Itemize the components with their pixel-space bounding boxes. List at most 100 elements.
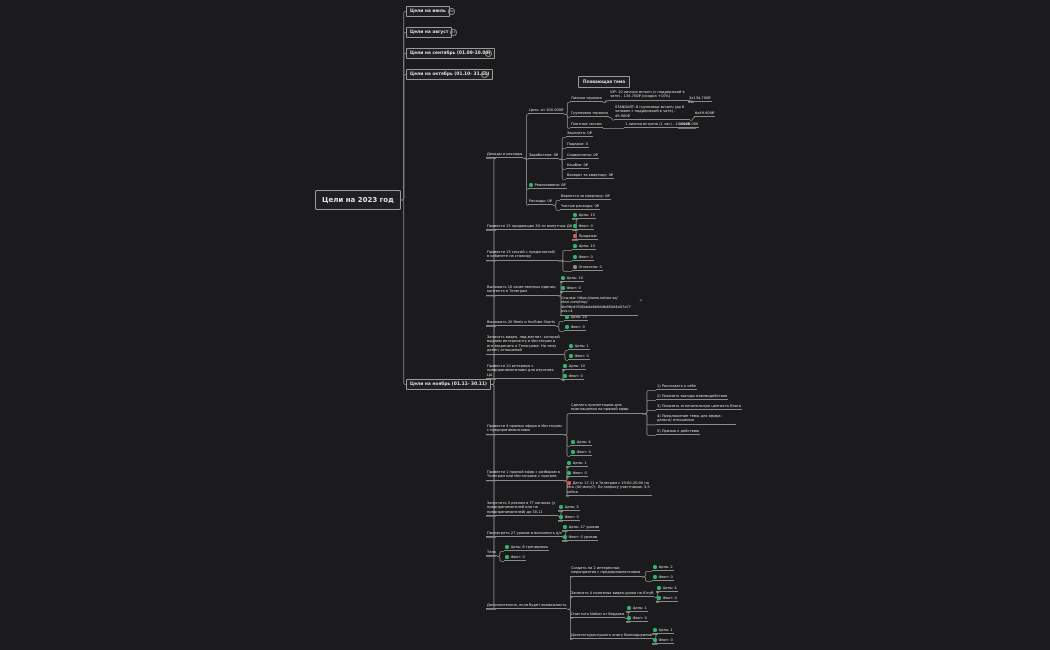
realized[interactable]: Реализовано: 0₽ [528, 183, 567, 190]
standard-package[interactable]: STANDART: 8 групповых встреч (до 6 челов… [614, 105, 690, 121]
tg-live-date[interactable]: Дата: 17.11 в Телеграм с 19:00-20:00 по … [566, 481, 652, 497]
video-fact[interactable]: Факт: 0 [568, 354, 590, 361]
gifts[interactable]: Подарки: 0 [566, 142, 590, 149]
insta-fact[interactable]: Факт: 0 [570, 450, 592, 457]
slide-5[interactable]: 5) Призыв к действию [656, 429, 701, 436]
branch-line [562, 354, 568, 361]
done-icon [505, 555, 509, 559]
slide-4[interactable]: 4) Предложение темы для эфира: деньги/ о… [656, 414, 736, 425]
telegram-live[interactable]: Провести 1 прямой эфир с разбором в Теле… [486, 470, 564, 481]
book-goal[interactable]: Цель: 1 [652, 628, 674, 635]
tg-live-fact[interactable]: Факт: 0 [566, 471, 588, 478]
collapsed-count-badge[interactable]: 30 [448, 8, 455, 15]
events-goal[interactable]: Цель: 2 [652, 565, 674, 572]
collapsed-count-badge[interactable]: 13 [450, 29, 457, 36]
done-icon [567, 471, 571, 475]
month-november[interactable]: Цели на ноябрь (01.11- 30.11) [406, 379, 491, 390]
lead-magnet-video[interactable]: Записать видео, лид-магнит, который выда… [486, 335, 562, 355]
interviews[interactable]: Провести 10 интервью с предпринимателями… [486, 364, 560, 380]
done-icon [563, 535, 567, 539]
root-topic[interactable]: Цели на 2023 год [315, 190, 401, 210]
earned[interactable]: Заработано: 0₽ [528, 153, 560, 160]
standard-sum[interactable]: 6х49.900₽ [694, 111, 716, 118]
reels-fact[interactable]: Факт: 0 [564, 325, 586, 332]
slide-2[interactable]: 2) Показать выгоды взаимодействия [656, 394, 729, 401]
notion-cleanup[interactable]: Очистить Notion от бардака [570, 612, 626, 619]
sales-fact[interactable]: Факт: 0 [572, 224, 594, 231]
expenses[interactable]: Расходы: 0₽ [528, 199, 553, 206]
tg-live-goal[interactable]: Цель: 1 [566, 461, 588, 468]
income-goal[interactable]: Цель: от 300.000₽ [528, 108, 565, 115]
sessions-goal[interactable]: Цель: 15 [572, 244, 596, 251]
lessons-fact[interactable]: Факт: 0 уроков [562, 535, 599, 542]
branch-line [559, 159, 566, 180]
sales-sold[interactable]: Продажи: [572, 234, 599, 241]
month-july[interactable]: Цели на июль [406, 6, 450, 17]
book-fact[interactable]: Факт: 0 [652, 638, 674, 645]
month-october[interactable]: Цели на октябрь (01.10- 31.10) [406, 69, 494, 80]
done-icon [567, 461, 571, 465]
ads-goal[interactable]: Цель: 5 [558, 505, 580, 512]
external-link-icon[interactable]: ↗ [639, 298, 643, 303]
done-icon [627, 616, 631, 620]
sales-goal[interactable]: Цель: 15 [572, 213, 596, 220]
prepaid-sessions[interactable]: Провести 15 сессий с предоплатой/в кабин… [486, 250, 558, 261]
telegram-ads[interactable]: Запустить 5 реклам в ТГ каналах (у предп… [486, 501, 558, 517]
body[interactable]: Тело [486, 550, 497, 557]
reels-goal[interactable]: Цель: 20 [564, 315, 588, 322]
done-icon [561, 276, 565, 280]
flat-return[interactable]: Вернется за квартиру: 0₽ [560, 194, 611, 201]
flat-refund[interactable]: Возврат за квартиру: 0₽ [566, 173, 615, 180]
ads-fact[interactable]: Факт: 0 [558, 515, 580, 522]
notion-fact[interactable]: Факт: 0 [626, 616, 648, 623]
telegram-fact[interactable]: Факт: 0 [560, 286, 582, 293]
one-meeting-sum[interactable]: 10х10.000 [678, 122, 700, 129]
vip-package[interactable]: VIP: 10 личных встреч (с поддержкой в ча… [609, 90, 689, 101]
body-fact[interactable]: Факт: 0 [504, 555, 526, 562]
cashback[interactable]: Кэшбэк: 0₽ [566, 163, 590, 170]
group-therapy[interactable]: Групповая терапия [570, 111, 609, 118]
events[interactable]: Создать на 2 интересных мероприятия с пр… [570, 566, 642, 577]
book[interactable]: Дочитать/дослушать книгу Воннадцкинов [570, 633, 653, 640]
done-icon [505, 545, 509, 549]
one-meeting[interactable]: 1 личная встреча (1 час) - 10.000₽ [624, 122, 692, 129]
notion-goal[interactable]: Цель: 1 [626, 606, 648, 613]
telegram-goal[interactable]: Цель: 10 [560, 276, 584, 283]
lessons-goal[interactable]: Цель: 27 уроков [562, 525, 601, 532]
salary[interactable]: Зарплата: 0₽ [566, 131, 593, 138]
reels-shorts[interactable]: Выложить 20 Reels и YouTube Shorts [486, 320, 556, 327]
extra-if-possible[interactable]: Дополнительно, если будет возможность [486, 603, 568, 610]
personal-therapy[interactable]: Личная терапия [570, 96, 603, 103]
collapsed-count-badge[interactable]: 4 [481, 71, 488, 78]
instagram-lives[interactable]: Провести 4 прямых эфира в Инстаграм с пр… [486, 424, 564, 435]
youtube-fact[interactable]: Факт: 0 [656, 596, 678, 603]
youtube-goal[interactable]: Цель: 4 [656, 586, 678, 593]
telegram-link[interactable]: Ссылка: https://www.notion.so/ vtarl.com… [560, 296, 638, 316]
sessions-fact[interactable]: Факт: 0 [572, 255, 594, 262]
interview-fact[interactable]: Факт: 0 [562, 374, 584, 381]
income-expenses[interactable]: Доходы и расходы [486, 152, 524, 159]
sales-consultations[interactable]: Провести 15 продающих 30-ти минутных ДК [486, 224, 574, 231]
insta-goal[interactable]: Цель: 4 [570, 440, 592, 447]
social-payments[interactable]: Соцвыплаты: 0₽ [566, 153, 599, 160]
paid-sessions[interactable]: Платные сессии [570, 122, 603, 129]
video-goal[interactable]: Цель: 1 [568, 344, 590, 351]
net-expenses[interactable]: Чистые расходы: 0₽ [560, 204, 601, 211]
live-presentation[interactable]: Сделать презентацию для приглашения на п… [570, 403, 642, 414]
slide-1[interactable]: 1) Рассказать о себе [656, 384, 697, 391]
month-september[interactable]: Цели на сентябрь (01.09-10.09) [406, 48, 495, 59]
month-august[interactable]: Цели на август [406, 27, 453, 38]
lessons[interactable]: Посмотреть 27 уроков и выполнить д/з [486, 531, 563, 538]
slide-3[interactable]: 3) Показать отличительную ценность блога [656, 404, 743, 411]
telegram-content[interactable]: Выложить 10 качественных единиц контента… [486, 285, 558, 296]
done-icon [559, 515, 563, 519]
sessions-paid[interactable]: Оплачено: 0 [572, 265, 603, 272]
interview-goal[interactable]: Цель: 10 [562, 364, 586, 371]
youtube-lessons[interactable]: Записать 4 полезных видео-урока на Ютуб [570, 591, 655, 598]
collapsed-count-badge[interactable]: 7 [485, 50, 492, 57]
body-goal[interactable]: Цель: 8 тренировок [504, 545, 550, 552]
vip-sum[interactable]: 3х134.700₽ [688, 96, 712, 103]
events-fact[interactable]: Факт: 0 [652, 575, 674, 582]
floating-topic[interactable]: Плавающая тема [578, 76, 631, 88]
